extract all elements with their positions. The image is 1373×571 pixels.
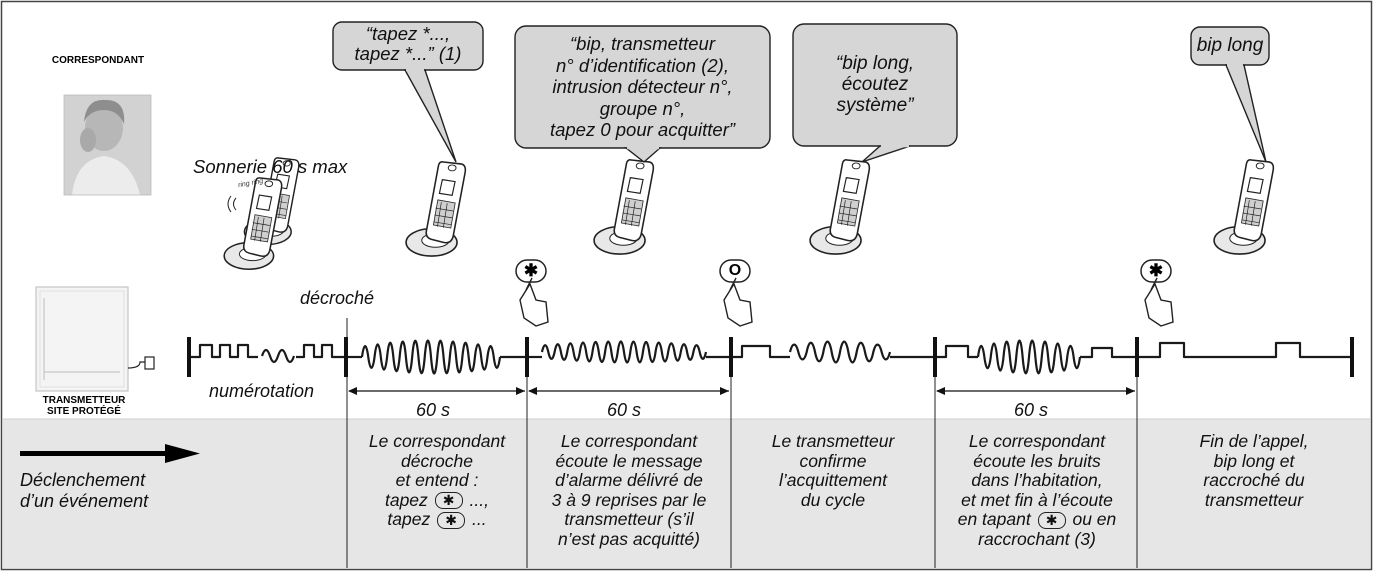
decroche-label: décroché [300, 288, 375, 308]
signal-burst [360, 339, 502, 375]
signal-oscillations [360, 339, 1082, 375]
step-separators [346, 318, 1138, 568]
key-star-2: ✱ [1148, 261, 1164, 280]
key-press-2 [719, 259, 753, 327]
signal-timeline [190, 341, 1352, 364]
bubble-2-text: “bip, transmetteur n° d’identification (… [549, 33, 736, 140]
key-press-3 [1140, 259, 1174, 327]
duration-3: 60 s [1014, 400, 1049, 420]
handset-4 [1213, 159, 1275, 255]
signal-burst [788, 340, 892, 364]
bubble-4-text: bip long [1196, 35, 1264, 56]
step-5-text: Fin de l’appel, bip long et raccroché du… [1199, 431, 1309, 510]
event-arrow [20, 444, 200, 463]
bubble-1-text: “tapez *..., tapez *...” (1) [354, 23, 462, 64]
bubble-4-shape [1190, 26, 1270, 163]
signal-markers [187, 337, 1354, 377]
inline-star-key: ✱ [437, 511, 466, 529]
signal-burst [540, 340, 708, 364]
bubble-3-text: “bip long, écoutez système” [835, 53, 915, 116]
event-label: Déclenchement d’un événement [20, 470, 149, 511]
transmetteur-label: TRANSMETTEUR SITE PROTÉGÉ [42, 395, 126, 417]
key-star-1: ✱ [523, 261, 539, 280]
bubble-1-shape [332, 21, 484, 163]
steps-panel [3, 419, 1370, 568]
duration-1: 60 s [416, 400, 451, 420]
step-1-text: Le correspondant décroche et entend : ta… [368, 431, 506, 529]
key-press-1 [515, 259, 549, 327]
bubble-3-shape [792, 23, 958, 163]
sonnerie-label: Sonnerie 60 s max [193, 156, 348, 177]
step-2-text: Le correspondant écoute le message d’ala… [551, 431, 707, 549]
handset-3 [809, 159, 871, 255]
handset-2 [593, 159, 655, 255]
key-zero: O [728, 262, 742, 279]
inline-star-key: ✱ [1037, 511, 1066, 529]
step-3-text: Le transmetteur confirme l’acquittement … [771, 431, 895, 510]
step-4-text: Le correspondant écoute les bruits dans … [957, 431, 1117, 549]
signal-burst [976, 339, 1082, 375]
ringing-phones [223, 157, 300, 270]
transmitter-device [35, 286, 155, 392]
bubble-2-shape [514, 25, 771, 163]
correspondent-photo [63, 94, 152, 196]
duration-2: 60 s [607, 400, 642, 420]
numerotation-label: numérotation [209, 381, 315, 401]
handset-1 [405, 161, 467, 257]
inline-star-key: ✱ [434, 492, 463, 510]
correspondant-label: CORRESPONDANT [51, 55, 145, 66]
